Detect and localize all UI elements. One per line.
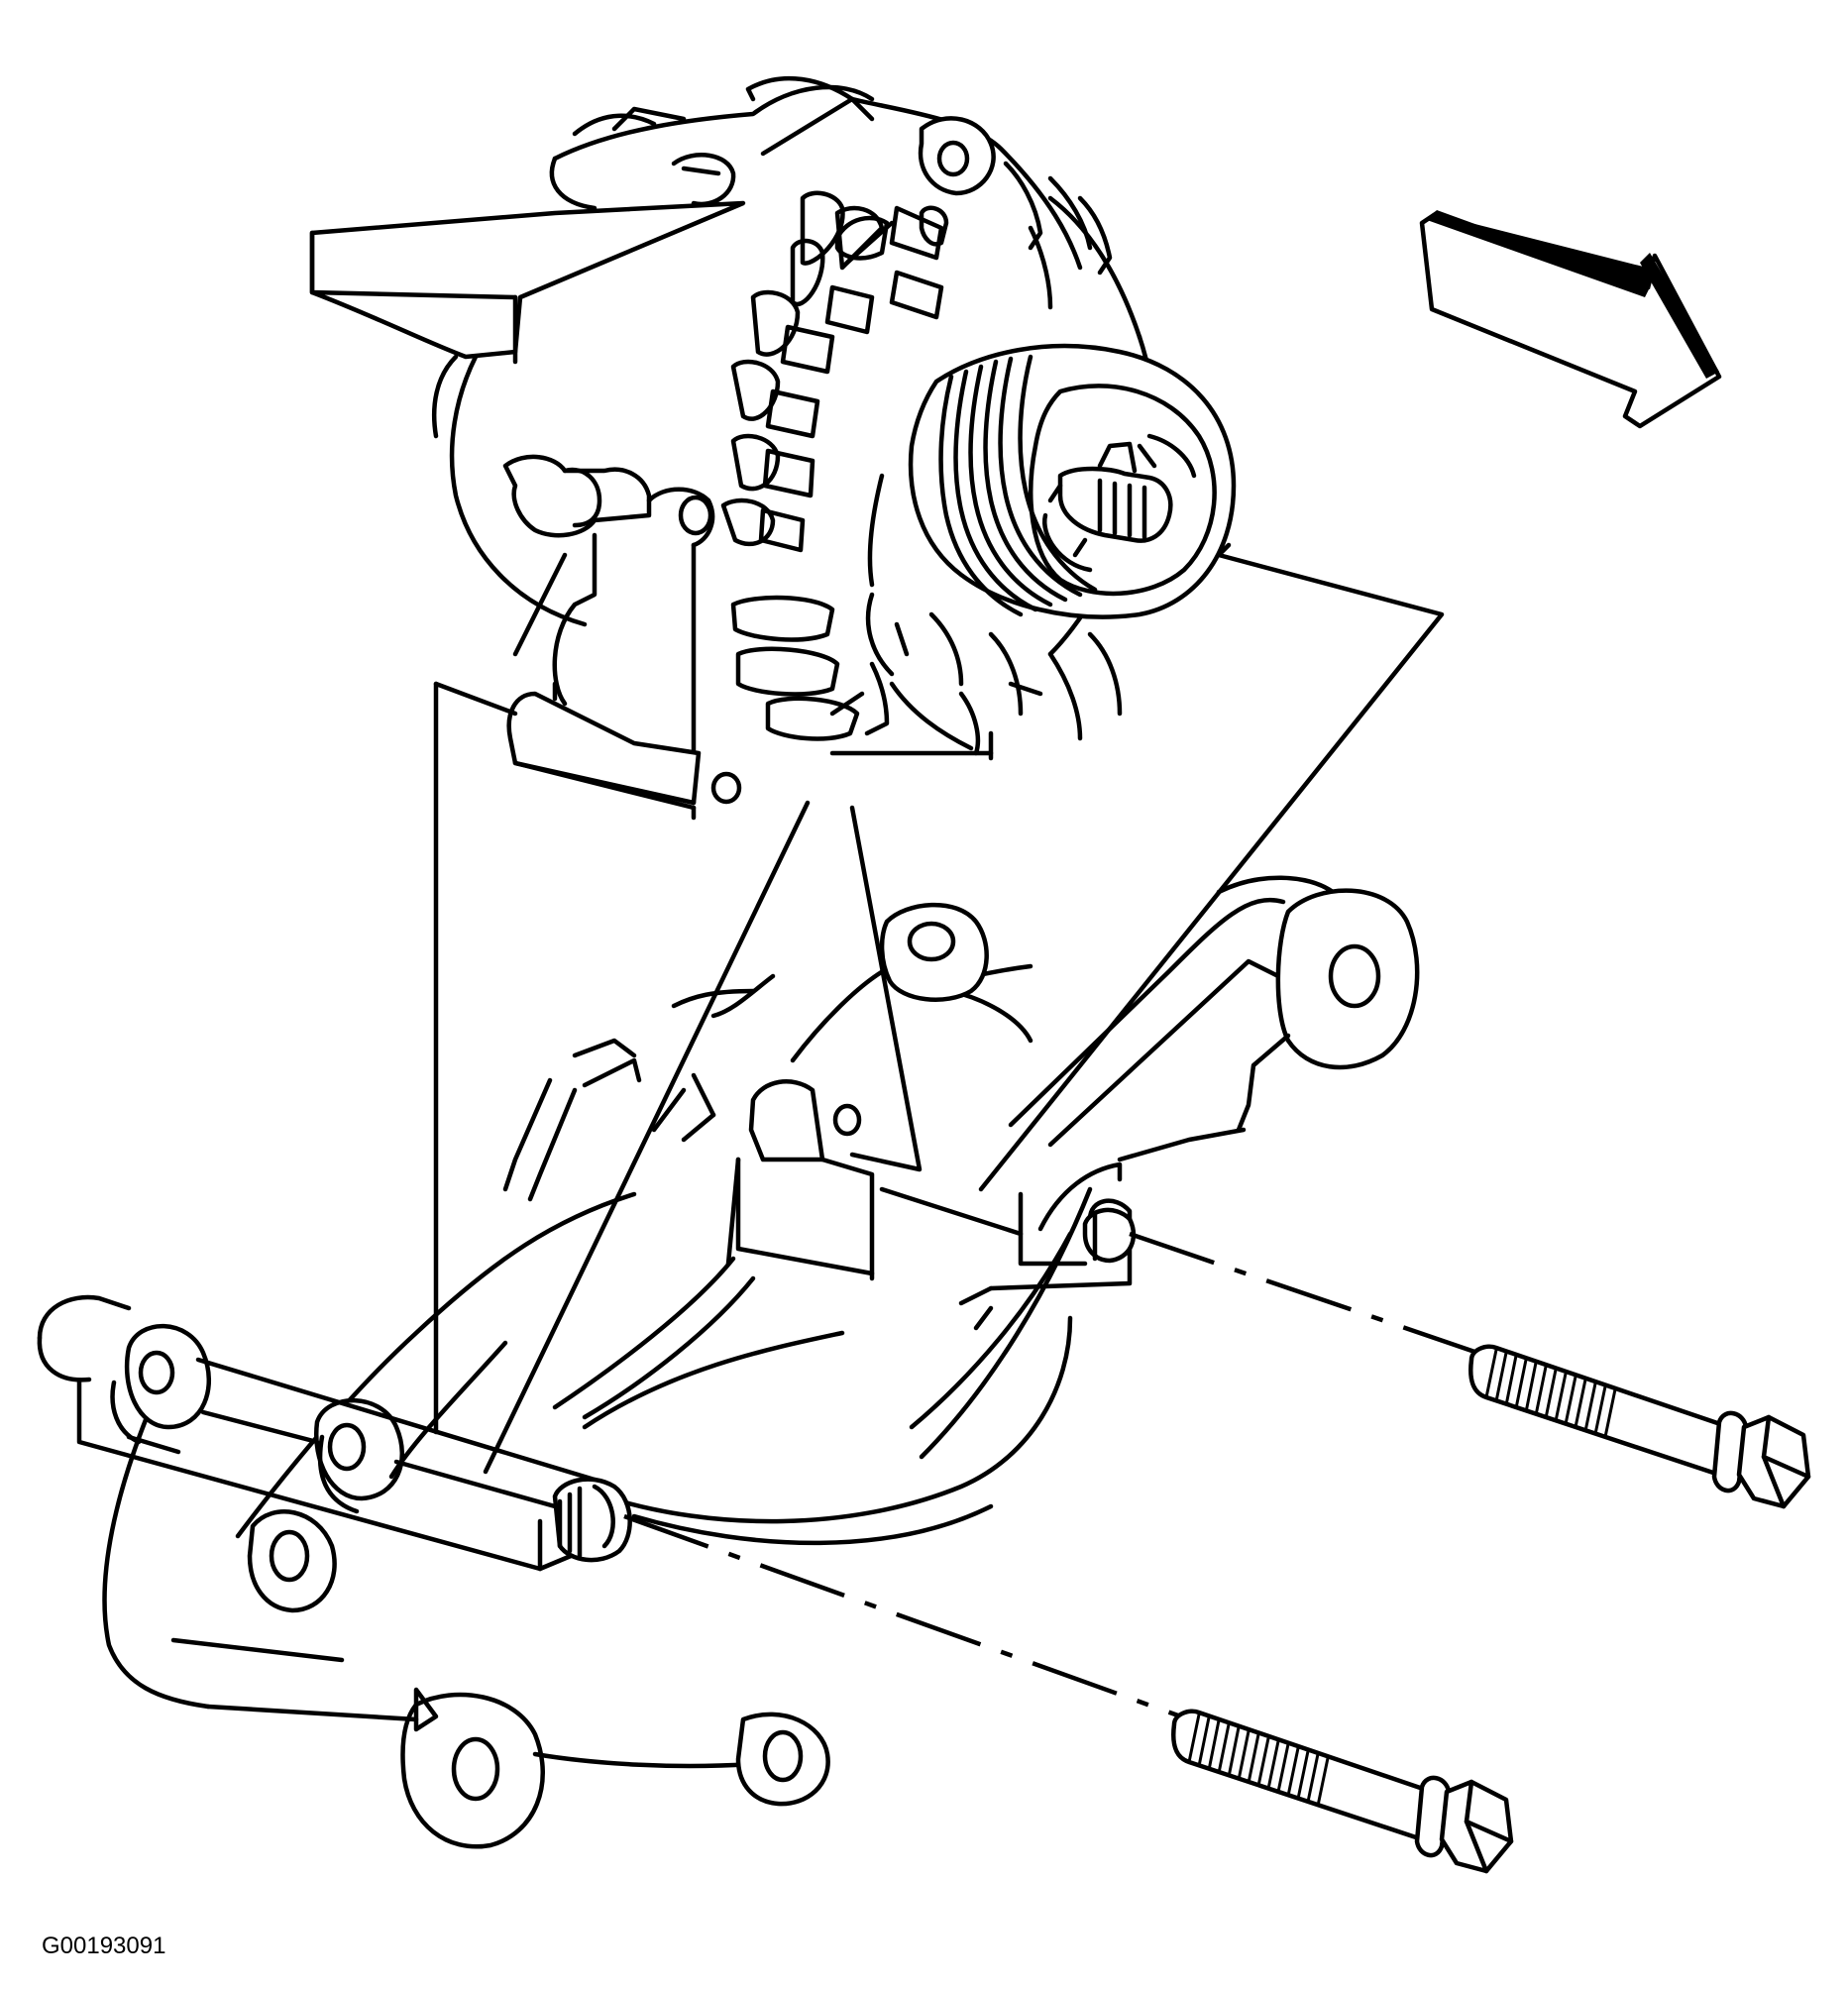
figure-id-label: G00193091 <box>42 1933 166 1959</box>
lower-bolt-icon <box>623 1513 1514 1874</box>
mounting-bracket-icon <box>37 875 1420 1849</box>
upper-bolt-icon <box>1129 1231 1811 1509</box>
spacer-icon <box>552 1207 1137 1563</box>
assembly-guide-lines <box>433 542 1445 1475</box>
pulley-icon <box>908 343 1237 619</box>
arrow-icon <box>1419 210 1722 429</box>
